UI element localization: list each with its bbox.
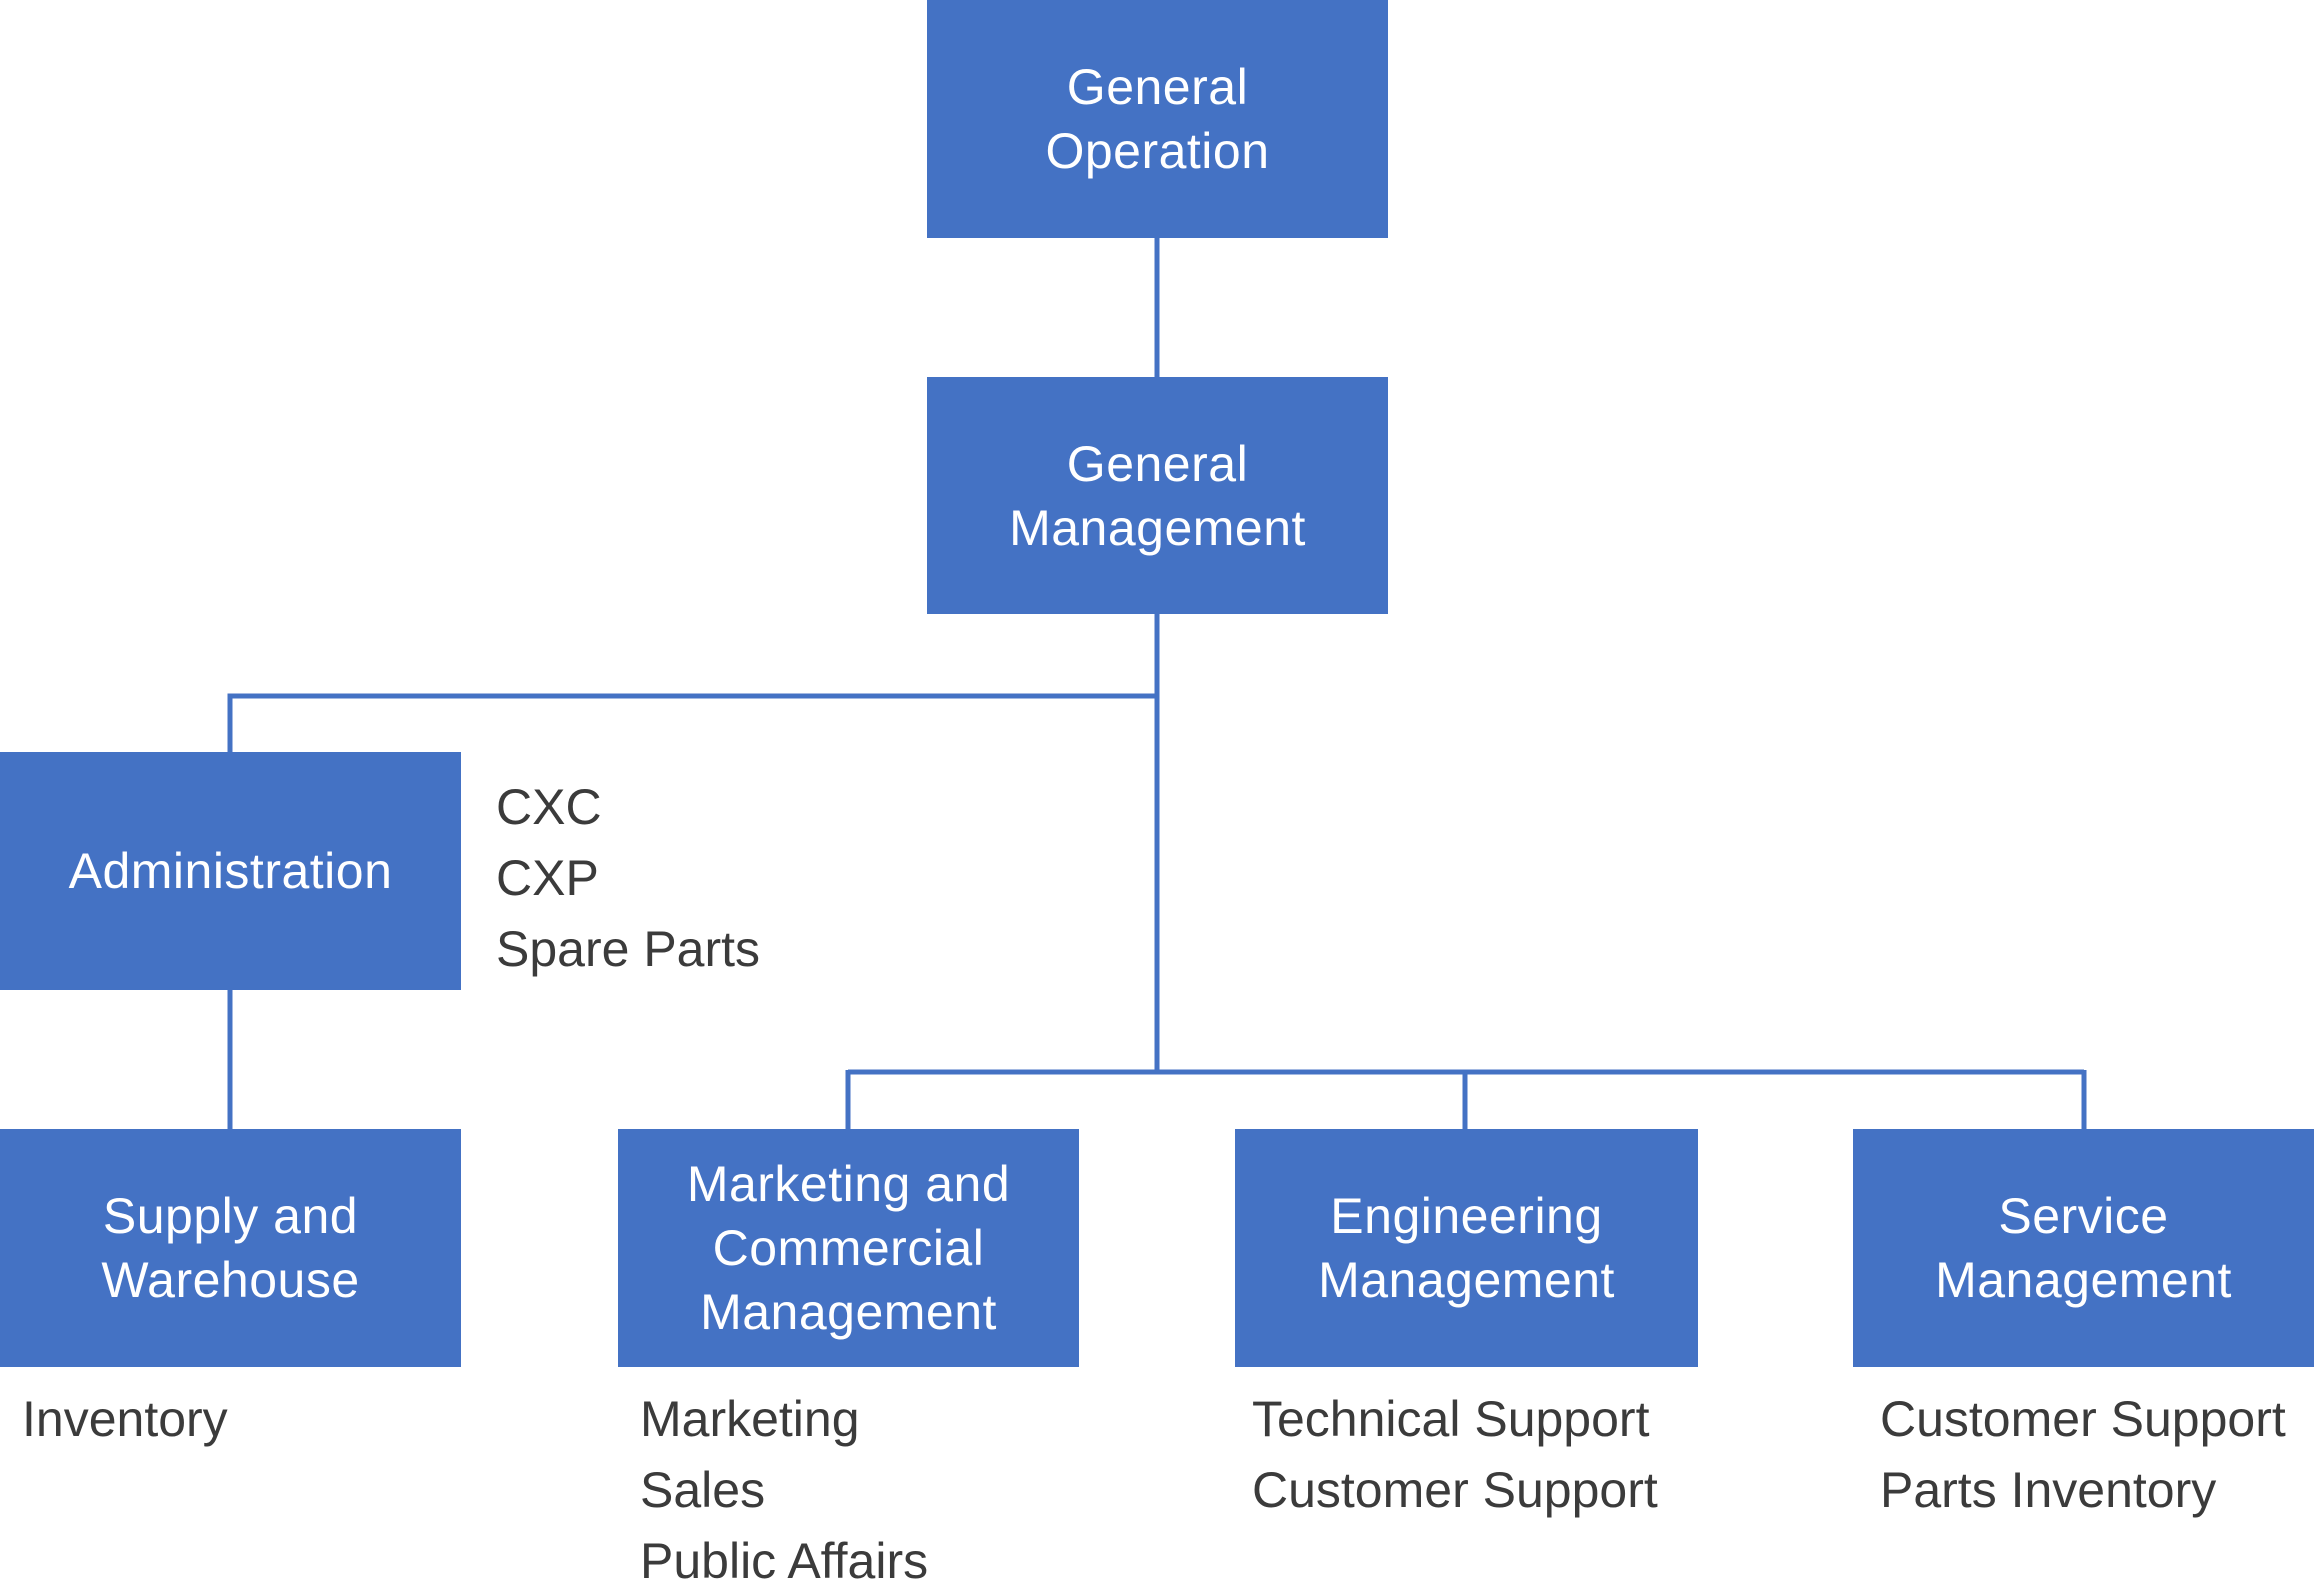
node-service-management: Service Management bbox=[1853, 1129, 2314, 1367]
note-item: Inventory bbox=[22, 1391, 228, 1447]
node-label: General Management bbox=[1009, 435, 1306, 556]
note-item: Customer Support bbox=[1252, 1462, 1658, 1518]
administration-notes: CXC CXP Spare Parts bbox=[496, 772, 760, 985]
note-item: Marketing bbox=[640, 1391, 860, 1447]
note-item: Sales bbox=[640, 1462, 766, 1518]
note-item: Technical Support bbox=[1252, 1391, 1650, 1447]
node-label: Administration bbox=[68, 843, 393, 899]
node-general-management: General Management bbox=[927, 377, 1388, 614]
node-label: Engineering Management bbox=[1318, 1188, 1615, 1308]
node-engineering-management: Engineering Management bbox=[1235, 1129, 1698, 1367]
node-marketing-commercial: Marketing and Commercial Management bbox=[618, 1129, 1079, 1367]
node-general-operation: General Operation bbox=[927, 0, 1388, 238]
note-item: Spare Parts bbox=[496, 921, 761, 977]
note-item: Parts Inventory bbox=[1880, 1462, 2217, 1518]
node-supply-warehouse: Supply and Warehouse bbox=[0, 1129, 461, 1367]
marketing-commercial-notes: Marketing Sales Public Affairs bbox=[640, 1384, 928, 1581]
node-label: Service Management bbox=[1935, 1188, 2232, 1308]
node-label: Marketing and Commercial Management bbox=[686, 1156, 1011, 1340]
supply-warehouse-notes: Inventory bbox=[22, 1384, 228, 1455]
note-item: Public Affairs bbox=[640, 1533, 929, 1581]
node-label: Supply and Warehouse bbox=[101, 1188, 360, 1308]
engineering-notes: Technical Support Customer Support bbox=[1252, 1384, 1658, 1526]
note-item: CXP bbox=[496, 850, 599, 906]
edge-management-to-administration bbox=[227, 693, 1157, 752]
service-notes: Customer Support Parts Inventory bbox=[1880, 1384, 2286, 1526]
node-label: General Operation bbox=[1045, 59, 1270, 179]
note-item: CXC bbox=[496, 779, 602, 835]
note-item: Customer Support bbox=[1880, 1391, 2286, 1447]
node-administration: Administration bbox=[0, 752, 461, 990]
